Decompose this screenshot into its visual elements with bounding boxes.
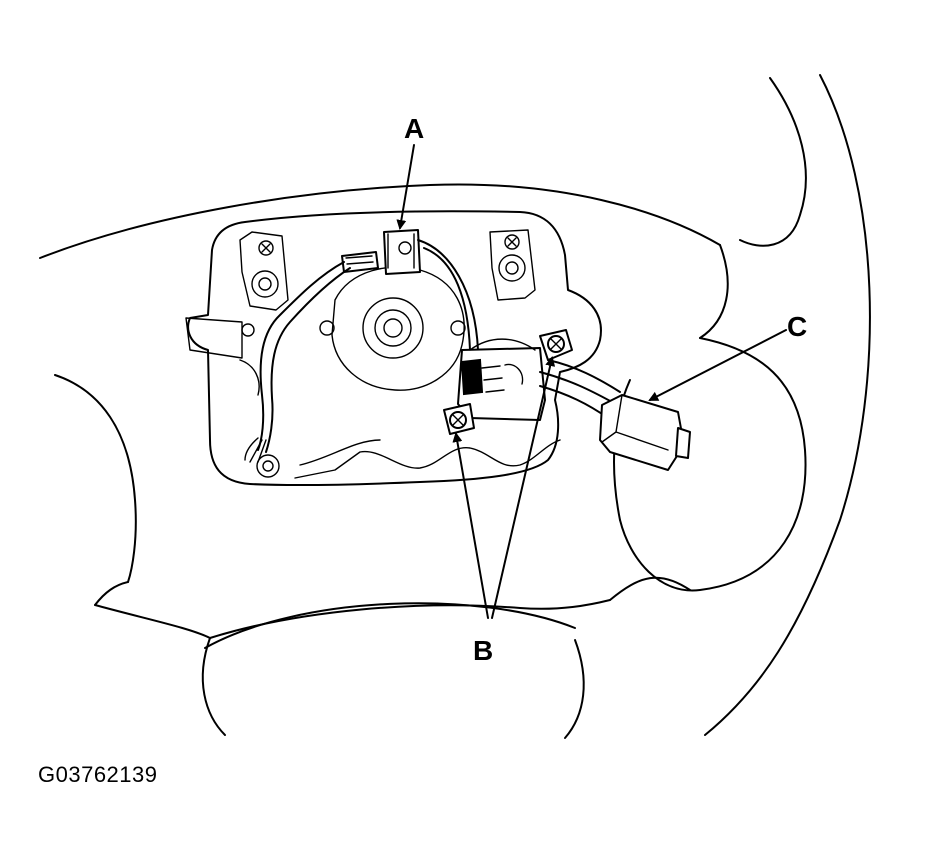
arrow-a <box>396 144 415 230</box>
plate-mounting-bosses <box>239 229 536 478</box>
airbag-mounting-plate <box>185 210 602 487</box>
callout-b: B <box>473 635 493 666</box>
arrow-b-left <box>452 432 489 619</box>
callout-c: C <box>787 311 807 342</box>
figure-id: G03762139 <box>38 762 158 787</box>
arrow-c <box>648 329 787 401</box>
leader-arrows <box>396 144 787 619</box>
center-hub <box>241 266 466 391</box>
callout-a: A <box>404 113 424 144</box>
steering-wheel-rim <box>39 74 871 739</box>
arrow-b-right <box>491 356 556 619</box>
wiring-harness <box>239 239 479 463</box>
connector-a <box>341 229 421 275</box>
connector-c <box>599 394 691 471</box>
switch-connector-assembly <box>443 329 573 435</box>
